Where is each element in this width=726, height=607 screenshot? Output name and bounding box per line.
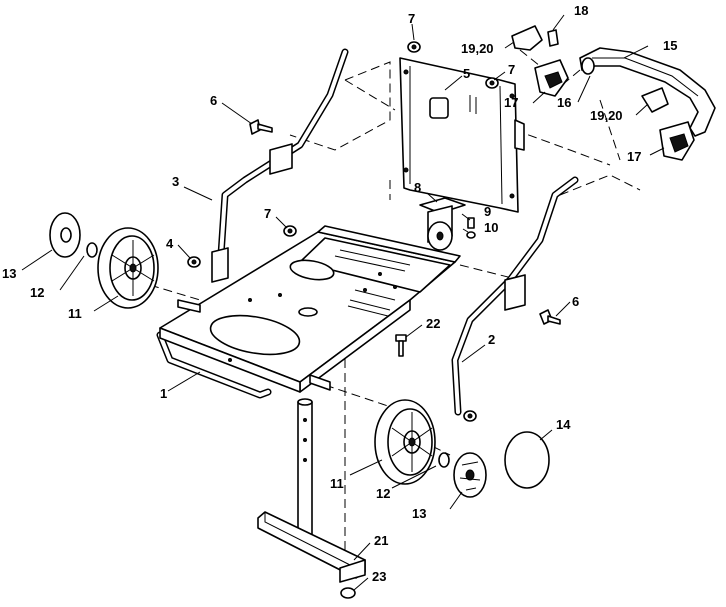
left-handle-frame: [211, 48, 349, 283]
callout-7-left: 7: [264, 206, 271, 221]
left-hubcap: [49, 212, 98, 258]
callout-9: 9: [484, 204, 491, 219]
callout-22: 22: [426, 316, 440, 331]
callout-17-lower: 17: [627, 149, 641, 164]
callout-1: 1: [160, 386, 167, 401]
callout-13-right: 13: [412, 506, 426, 521]
callout-12-right: 12: [376, 486, 390, 501]
callout-16: 16: [557, 95, 571, 110]
callout-17-upper: 17: [504, 95, 518, 110]
stand-leg: [257, 398, 366, 583]
callout-8: 8: [414, 180, 421, 195]
callout-7-top: 7: [408, 11, 415, 26]
top-handle: [579, 47, 716, 137]
grip-lower: [641, 87, 695, 161]
callout-11-left: 11: [68, 306, 82, 321]
callout-13-left: 13: [2, 266, 16, 281]
callout-23: 23: [372, 569, 386, 584]
callout-19-20-lower: 19,20: [590, 108, 623, 123]
callout-6-right: 6: [572, 294, 579, 309]
axles: [177, 299, 331, 391]
callout-2: 2: [488, 332, 495, 347]
right-handle-frame: [451, 176, 579, 416]
callout-19-20-upper: 19,20: [461, 41, 494, 56]
callout-18: 18: [574, 3, 588, 18]
callout-15: 15: [663, 38, 677, 53]
callout-7-mid: 7: [508, 62, 515, 77]
callout-5: 5: [463, 66, 470, 81]
grip-upper: [511, 25, 569, 97]
leader-lines: [21, 14, 665, 591]
callout-21: 21: [374, 533, 388, 548]
callout-4: 4: [166, 236, 174, 251]
callout-labels: 1 2 3 4 5 6 6 7 7 7 8 9 10 11 11 12 12 1…: [2, 3, 677, 584]
left-wheel: [97, 227, 159, 309]
right-hubcap: [438, 431, 550, 498]
callout-6-left: 6: [210, 93, 217, 108]
back-panel: [399, 57, 525, 213]
callout-12-left: 12: [30, 285, 44, 300]
main-deck: [156, 225, 461, 399]
hardware: [187, 41, 561, 599]
caster-wheel: [419, 197, 476, 251]
callout-3: 3: [172, 174, 179, 189]
callout-10: 10: [484, 220, 498, 235]
callout-11-right: 11: [330, 476, 344, 491]
callout-14: 14: [556, 417, 571, 432]
right-wheel: [374, 399, 436, 485]
